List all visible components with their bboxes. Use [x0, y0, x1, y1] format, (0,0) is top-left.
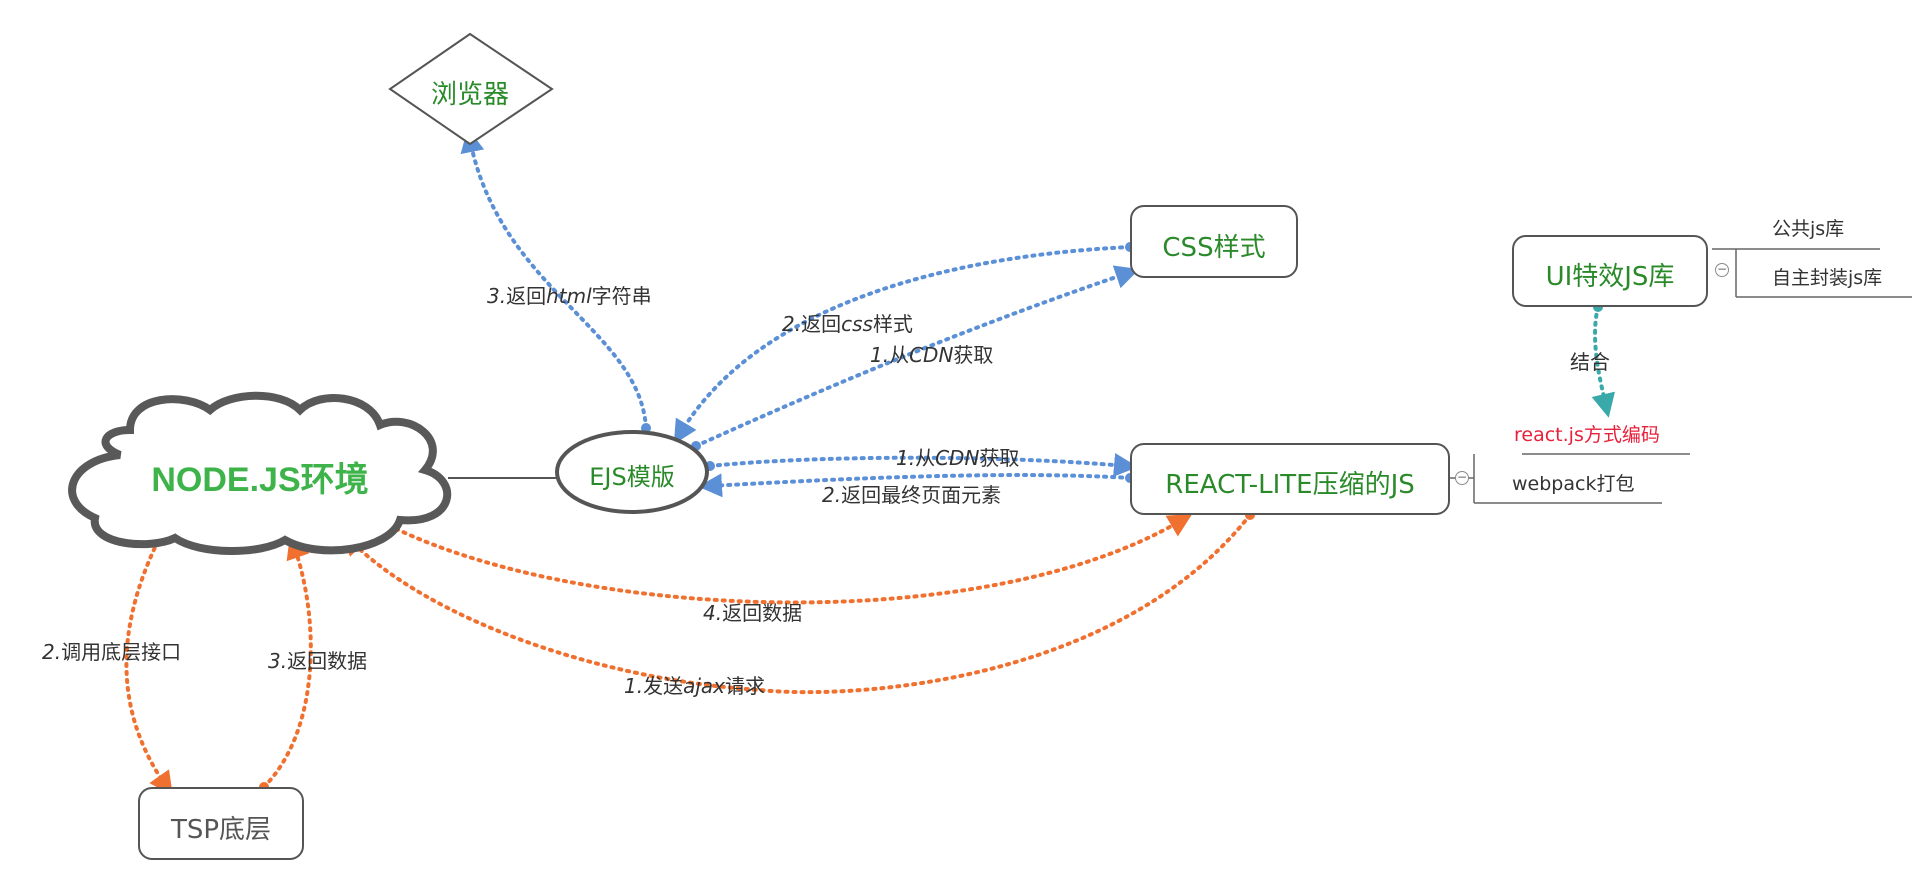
label-italic: css [841, 312, 873, 336]
label-text: 返回 [801, 312, 842, 336]
edge-tsp-call [124, 539, 173, 796]
label-return-html: 3.返回html字符串 [487, 280, 652, 309]
css-node-label: CSS样式 [1162, 233, 1266, 263]
label-return-css: 2.返回css样式 [782, 308, 913, 337]
label-num: 2. [42, 640, 62, 664]
label-italic: CDN [935, 446, 980, 470]
ui-lib-node-label: UI特效JS库 [1545, 262, 1675, 292]
edge-tsp-return [262, 534, 313, 789]
label-num: 2. [782, 312, 802, 336]
tsp-node: TSP底层 [138, 787, 304, 860]
label-text: 从 [889, 343, 910, 367]
label-italic: CDN [909, 343, 954, 367]
label-tsp-return-data: 3.返回数据 [268, 645, 367, 674]
label-text: 获取 [979, 446, 1020, 470]
label-text: 获取 [953, 343, 994, 367]
label-combine: 结合 [1570, 350, 1610, 374]
css-node: CSS样式 [1130, 205, 1298, 278]
ejs-ellipse-shape [555, 430, 709, 514]
edge-css-cdn [694, 265, 1140, 448]
label-text: 返回数据 [722, 601, 803, 625]
nodejs-cloud-shape [68, 391, 452, 555]
browser-node-label: 浏览器 [430, 80, 509, 110]
react-node: REACT-LITE压缩的JS [1130, 443, 1450, 515]
nodejs-node-label: NODE.JS环境 [151, 461, 369, 499]
ui-child-public-js: 公共js库 [1772, 218, 1845, 240]
label-num: 1. [870, 343, 890, 367]
label-text: 请求 [725, 674, 765, 698]
label-num: 1. [624, 674, 644, 698]
label-num: 3. [487, 284, 507, 308]
react-note-coding: react.js方式编码 [1514, 424, 1660, 446]
label-text: 字符串 [591, 284, 652, 308]
ui-lib-node: UI特效JS库 [1512, 235, 1708, 307]
label-num: 4. [703, 601, 723, 625]
react-collapse-toggle[interactable]: − [1455, 470, 1469, 485]
tsp-node-label: TSP底层 [170, 815, 272, 845]
edge-data-return [373, 513, 1193, 605]
label-text: 返回最终页面元素 [841, 483, 1002, 507]
label-call-low-level-api: 2.调用底层接口 [42, 636, 181, 665]
react-node-label: REACT-LITE压缩的JS [1165, 470, 1415, 500]
label-text: 返回数据 [287, 649, 368, 673]
ui-lib-collapse-toggle[interactable]: − [1715, 262, 1729, 277]
edge-combine [1591, 305, 1615, 418]
ui-child-custom-js: 自主封装js库 [1772, 267, 1883, 289]
label-text: 发送 [643, 674, 684, 698]
label-num: 2. [822, 483, 842, 507]
edge-html-to-browser [460, 128, 648, 430]
ejs-node-label: EJS模版 [589, 463, 675, 491]
label-num: 1. [896, 446, 916, 470]
label-num: 3. [268, 649, 288, 673]
react-child-webpack: webpack打包 [1512, 473, 1635, 495]
edge-react-cdn [708, 453, 1138, 477]
label-send-ajax: 1.发送ajax请求 [624, 670, 765, 699]
label-text: 从 [915, 446, 936, 470]
label-css-from-cdn: 1.从CDN获取 [870, 339, 993, 368]
label-italic: html [546, 284, 592, 308]
label-text: 返回 [506, 284, 547, 308]
edge-css-return [673, 245, 1132, 445]
label-return-data: 4.返回数据 [703, 597, 802, 626]
label-react-from-cdn: 1.从CDN获取 [896, 442, 1019, 471]
edge-react-return [698, 473, 1132, 498]
edge-ajax-request [341, 513, 1252, 695]
label-text: 调用底层接口 [61, 640, 182, 664]
label-return-page-elements: 2.返回最终页面元素 [822, 479, 1001, 508]
label-italic: ajax [683, 674, 725, 698]
browser-diamond-shape [388, 32, 554, 146]
label-text: 样式 [872, 312, 913, 336]
